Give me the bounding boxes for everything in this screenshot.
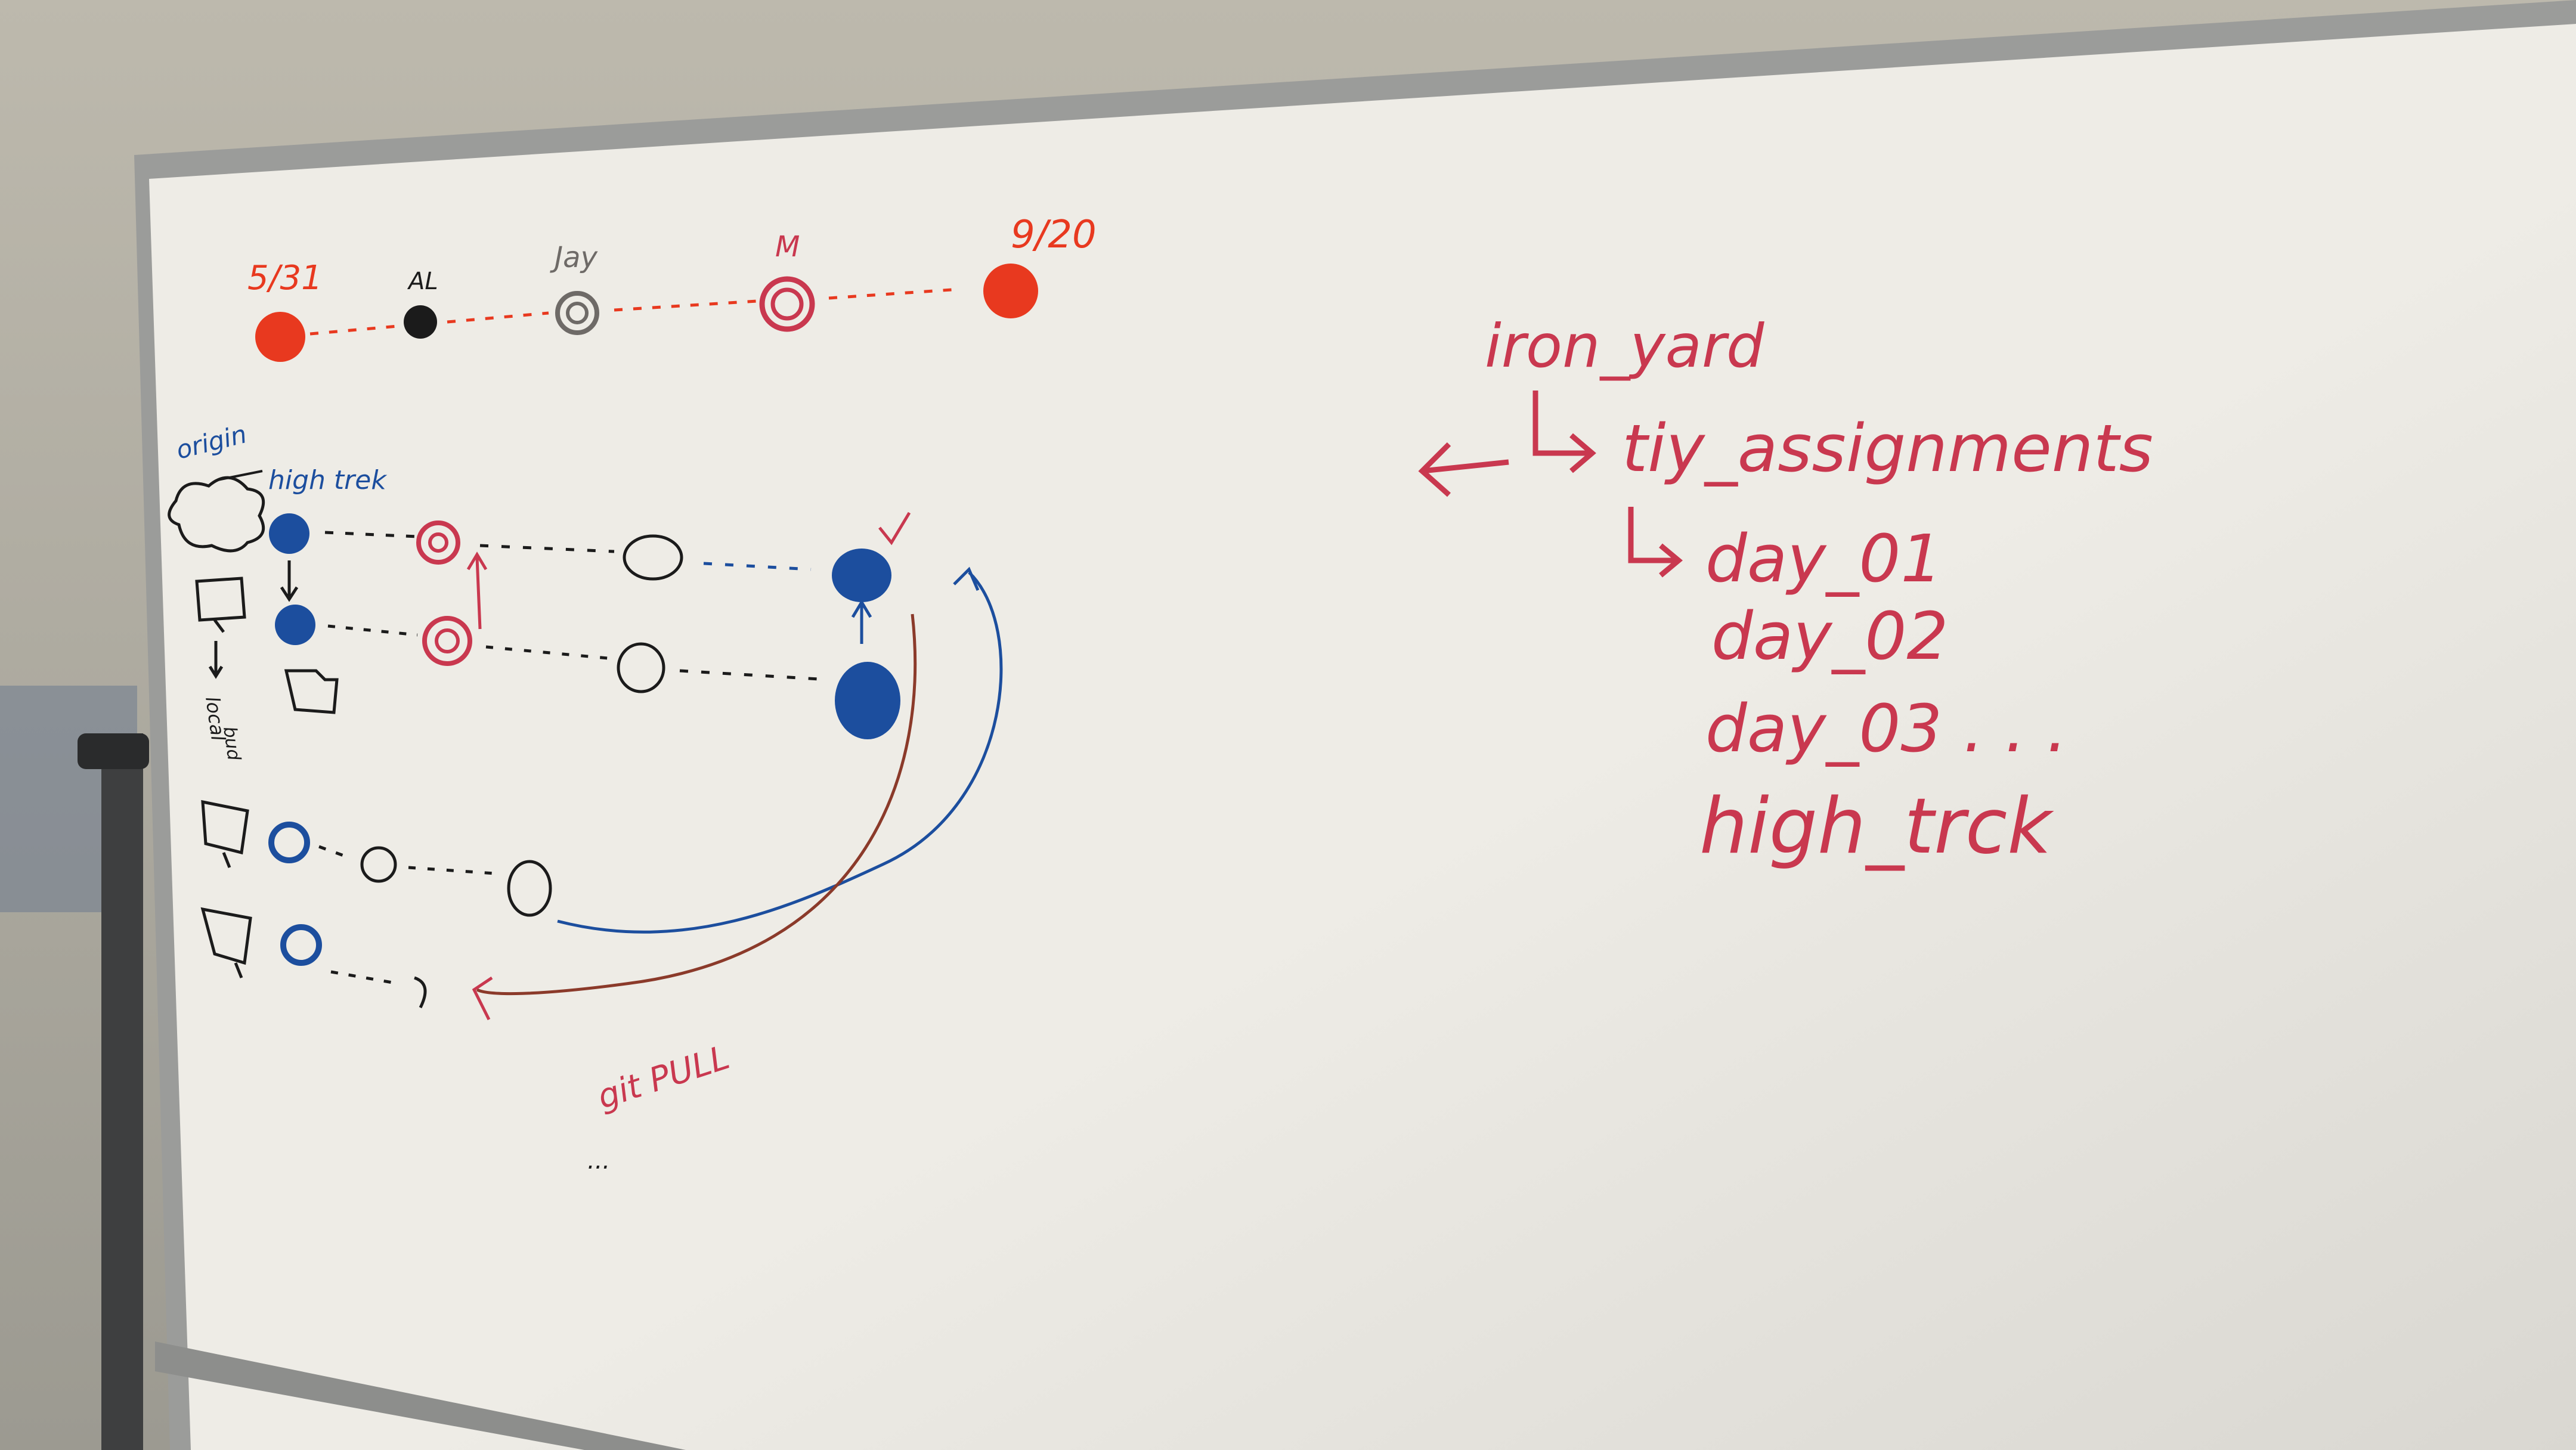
timeline-dash	[614, 299, 758, 312]
commit-link	[703, 562, 812, 571]
commit-node	[422, 616, 472, 666]
tree-item: high_trck	[1699, 782, 2054, 871]
commit-node	[507, 860, 552, 917]
commit-link	[479, 544, 615, 553]
timeline-dot	[983, 264, 1038, 318]
timeline-dot	[555, 291, 599, 335]
commit-node-scribble	[428, 532, 448, 553]
pull-arrowhead	[472, 976, 493, 1021]
timeline-dot-scribble	[770, 287, 804, 321]
directory-tree: iron_yard tiy_assignments day_01 day_02 …	[1418, 311, 2153, 871]
timeline-label: 9/20	[1011, 213, 1097, 257]
commit-node	[280, 924, 322, 966]
branch-arrow-icon	[1628, 507, 1683, 578]
commit-link	[485, 645, 615, 661]
commit-node-scribble	[435, 628, 460, 653]
easel-leg	[101, 733, 143, 1450]
commit-node	[617, 642, 665, 693]
tree-item: day_01	[1705, 520, 1942, 597]
local-label: bud	[219, 725, 244, 762]
timeline-label: 5/31	[247, 259, 323, 298]
commit-node	[414, 976, 427, 1009]
commit-node	[832, 549, 891, 602]
commit-node	[275, 605, 315, 645]
commit-link	[330, 970, 400, 986]
commit-link	[327, 624, 418, 637]
commit-link	[318, 845, 352, 860]
commit-node	[623, 534, 683, 581]
arrow	[851, 599, 872, 644]
timeline-dot-scribble	[566, 302, 589, 324]
pull-curve	[557, 571, 1003, 934]
folder-icon	[284, 669, 339, 714]
commit-node	[416, 520, 460, 565]
tree-item: day_02	[1711, 598, 1948, 674]
arrow	[280, 560, 299, 602]
timeline-label: Jay	[550, 241, 598, 274]
timeline-dot	[404, 305, 437, 339]
computer-icon	[200, 907, 252, 978]
timeline-dash	[828, 287, 961, 300]
down-arrow-icon	[208, 641, 224, 679]
commit-link	[679, 669, 829, 681]
marker-tray	[155, 1341, 686, 1450]
commit-link	[324, 531, 418, 538]
cloud-icon	[168, 476, 265, 553]
computer-icon	[201, 800, 249, 868]
commit-node	[835, 662, 900, 739]
push-arrow	[466, 552, 488, 630]
timeline-dot	[255, 312, 305, 362]
check-mark	[878, 512, 911, 546]
easel-knob	[78, 733, 149, 769]
pull-arrowhead	[953, 566, 980, 591]
timeline-dot	[759, 276, 815, 332]
commit-node	[268, 822, 310, 863]
pull-curve	[476, 614, 917, 996]
timeline: 5/31 AL Jay M 9/20	[247, 213, 1097, 362]
branch-arrow-icon	[1532, 391, 1596, 473]
tree-root: iron_yard	[1485, 311, 1764, 381]
tree-item: day_03 . . .	[1705, 690, 2067, 767]
tree-child: tiy_assignments	[1622, 410, 2153, 487]
timeline-label: M	[775, 230, 800, 264]
commit-node	[360, 846, 397, 883]
commit-node	[269, 513, 309, 554]
computer-icon	[195, 577, 246, 633]
board-surface	[149, 24, 2576, 1450]
timeline-label: AL	[407, 268, 438, 295]
left-arrow-icon	[1418, 442, 1509, 497]
commit-link	[408, 866, 496, 875]
branch-label: high trek	[268, 465, 387, 495]
ellipsis-note: ...	[587, 1147, 610, 1175]
